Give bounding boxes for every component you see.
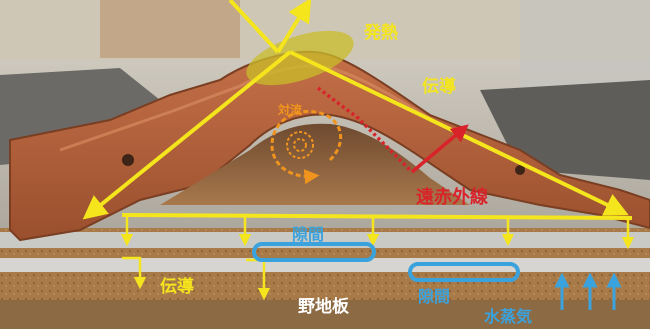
roof-sheathing-label: 野地板	[298, 296, 350, 317]
sunlight-ray-line	[228, 0, 280, 54]
convection-swirl-outer	[270, 109, 343, 185]
conduction-label-lower: 伝導	[160, 276, 194, 297]
underlay-sheet-lower	[0, 258, 650, 272]
heat-generation-label: 発熱	[363, 22, 398, 43]
conduction-arrow-left	[82, 50, 292, 220]
background-wooden-slats	[100, 0, 240, 58]
underlay-sheet-upper	[0, 232, 650, 248]
conduction-step-arrow-left	[122, 256, 147, 290]
gap-label-lower: 隙間	[418, 287, 450, 306]
tile-air-cavity	[160, 123, 470, 205]
convection-label: 対流	[277, 102, 302, 117]
far-infrared-arrow	[410, 124, 469, 174]
convection-swirl-middle	[286, 131, 314, 159]
conduction-label-upper: 伝導	[422, 76, 456, 97]
gap-outline-lower	[408, 262, 520, 282]
convection-swirl-inner	[293, 138, 307, 152]
far-infrared-path	[316, 86, 414, 174]
board-edge	[0, 300, 650, 329]
reflection-arrow	[276, 0, 312, 54]
gap-label-upper: 隙間	[292, 225, 324, 244]
tile-spot	[515, 165, 525, 175]
conduction-baseline	[121, 213, 633, 220]
tile-spot	[122, 154, 134, 166]
far-infrared-label: 遠赤外線	[416, 186, 488, 208]
gap-outline-upper	[252, 242, 376, 262]
water-vapor-label: 水蒸気	[484, 307, 532, 326]
